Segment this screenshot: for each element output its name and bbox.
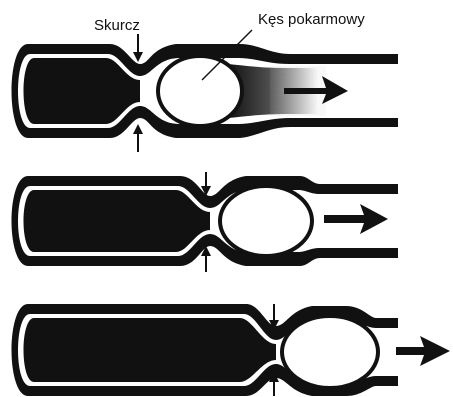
food-bolus-label: Kęs pokarmowy xyxy=(258,12,365,27)
direction-arrow-3 xyxy=(396,336,450,366)
contraction-arrowhead-top-1 xyxy=(133,52,143,62)
contraction-label: Skurcz xyxy=(94,18,140,33)
contraction-arrowhead-bottom-1 xyxy=(133,124,143,134)
food-bolus-2 xyxy=(220,186,312,256)
stage-1 xyxy=(12,30,399,152)
food-bolus-1 xyxy=(158,56,242,126)
content-mass-3 xyxy=(24,318,277,382)
content-mass-2 xyxy=(24,190,211,252)
stage-2 xyxy=(12,172,399,272)
food-bolus-3 xyxy=(282,316,378,388)
stage-3 xyxy=(12,304,451,396)
